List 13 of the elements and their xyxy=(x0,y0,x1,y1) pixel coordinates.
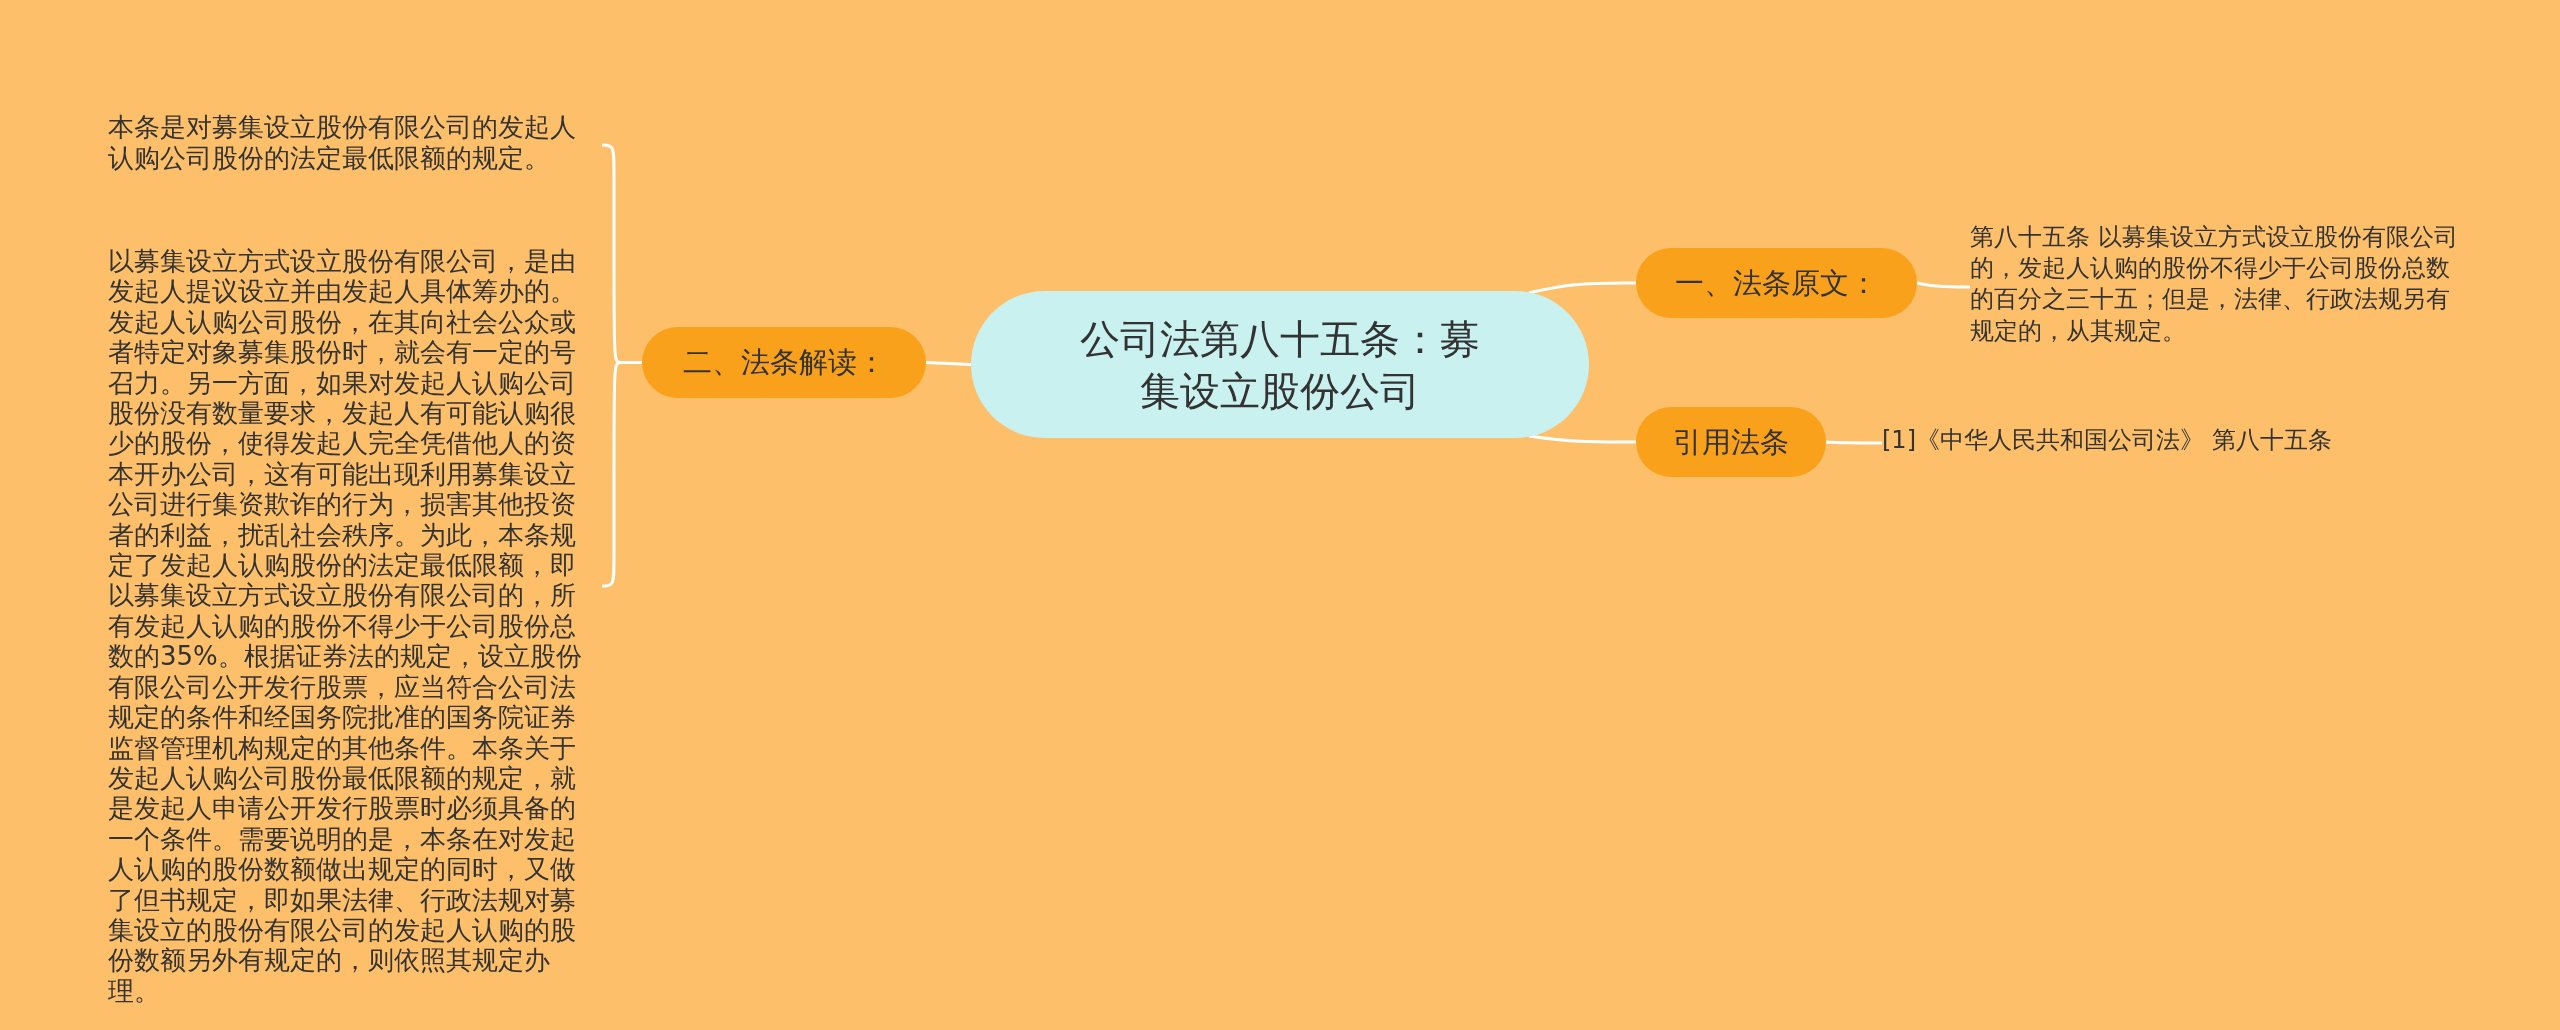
connector-line xyxy=(1916,281,1970,289)
topic-label: 一、法条原文： xyxy=(1675,265,1878,301)
note-text: 以募集设立方式设立股份有限公司，是由发起人提议设立并由发起人具体筹办的。发起人认购公司股份，在其向社会公众或者特定对象募集股份时，就会有一定的号召力。另一方面，如果对发起人认购公司股份没有数量要求，发起人有可能认购很少的股份，使得发起人完全凭借他人的资本开办公司，这有可能出现利用募集设立公司进行集资欺诈的行为，损害其他投资者的利益，扰乱社会秩序。为此，本条规定了发起人认购股份的法定最低限额，即以募集设立方式设立股份有限公司的，所有发起人认购的股份不得少于公司股份总数的35%。根据证券法的规定，设立股份有限公司公开发行股票，应当符合公司法规定的条件和经国务院批准的国务院证券监督管理机构规定的其他条件。本条关于发起人认购公司股份最低限额的规定，就是发起人申请公开发行股票时必须具备的一个条件。需要说明的是，本条在对发起人认购的股份数额做出规定的同时，又做了但书规定，即如果法律、行政法规对募集设立的股份有限公司的发起人认购的股份数额另外有规定的，则依照其规定办理。 xyxy=(108,246,583,1007)
note-text: 第八十五条 以募集设立方式设立股份有限公司的，发起人认购的股份不得少于公司股份总数的百分之三十五；但是，法律、行政法规另有规定的，从其规定。 xyxy=(1970,222,2459,347)
connector-line xyxy=(1825,440,1882,445)
connector-line xyxy=(1528,434,1636,444)
topic-label: 公司法第八十五条：募集设立股份公司 xyxy=(1079,314,1481,416)
note-text: [1]《中华人民共和国公司法》 第八十五条 xyxy=(1882,425,2332,456)
topic-label: 引用法条 xyxy=(1673,424,1789,460)
topic-label: 二、法条解读： xyxy=(682,345,886,380)
note-text: 本条是对募集设立股份有限公司的发起人认购公司股份的法定最低限额的规定。 xyxy=(108,112,577,175)
connector-line xyxy=(925,361,972,366)
connector-line xyxy=(1528,281,1636,295)
